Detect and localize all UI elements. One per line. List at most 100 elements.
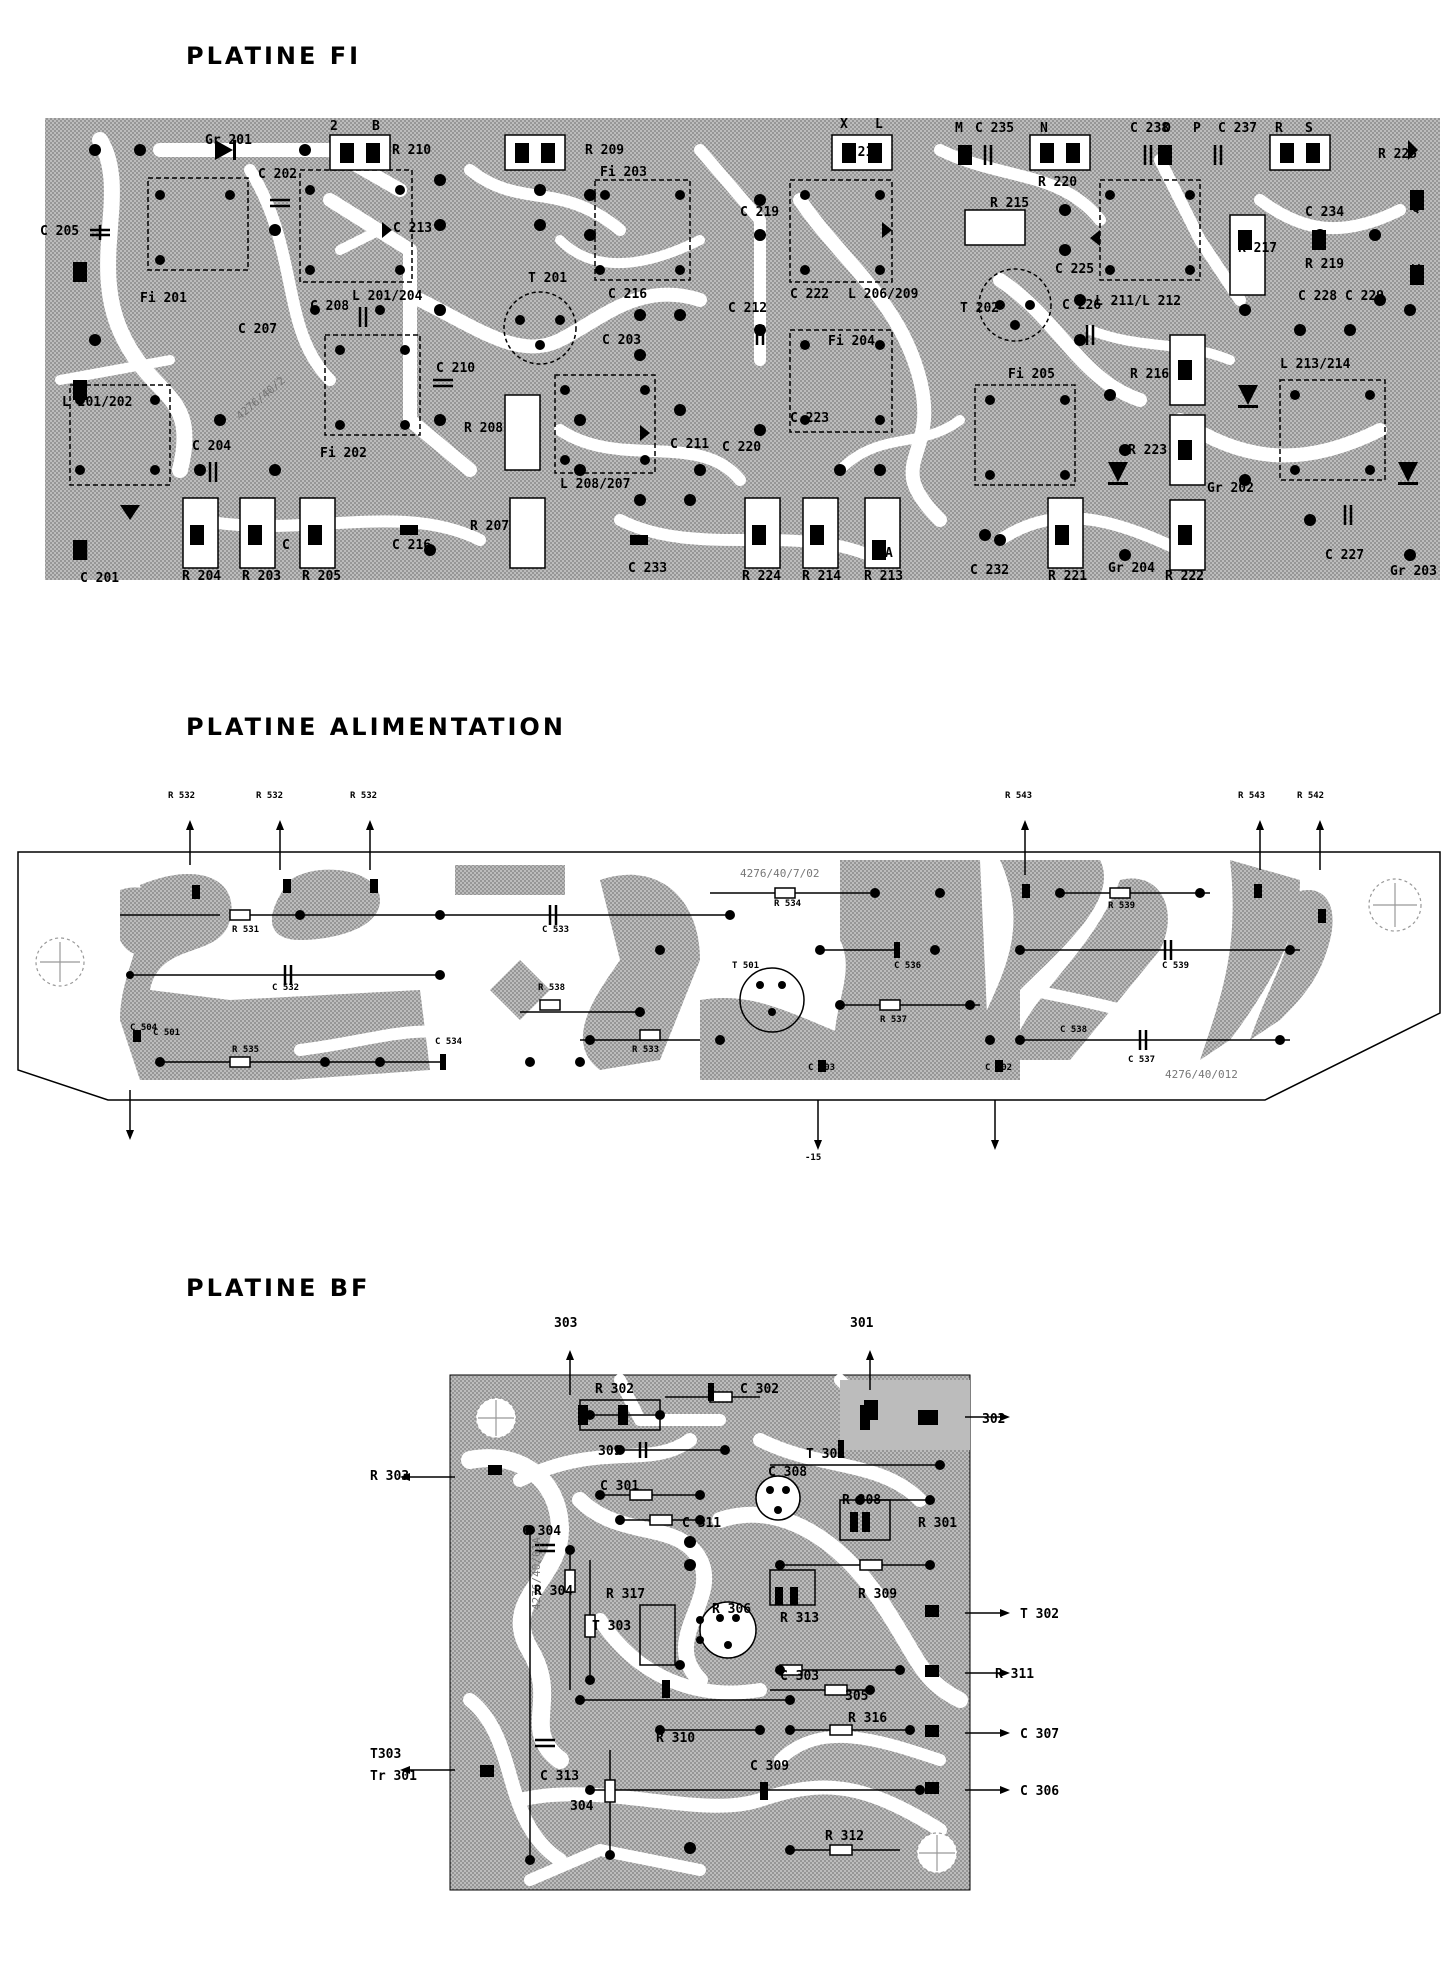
title-platine-bf: PLATINE BF (186, 1274, 370, 1302)
alim-component-label: R 543 (1238, 791, 1265, 801)
bf-component-label: C 303 (780, 1669, 819, 1684)
alim-component-label: C 533 (542, 925, 569, 935)
fi-component-label: L 201/202 (62, 395, 132, 410)
fi-component-label: R 217 (1238, 241, 1277, 256)
fi-component-label: Fi 202 (320, 446, 367, 461)
fi-component-label: R 205 (302, 569, 341, 584)
fi-component-label: B (372, 119, 380, 134)
fi-component-label: C 222 (790, 287, 829, 302)
fi-component-label: R 211 (842, 145, 881, 160)
bf-component-label: C 301 (600, 1479, 639, 1494)
fi-component-label: R 215 (990, 196, 1029, 211)
alim-component-label: C 539 (1162, 961, 1189, 971)
alim-component-label: R 537 (880, 1015, 907, 1025)
fi-component-label: Fi 201 (140, 291, 187, 306)
fi-component-label: R 207 (470, 519, 509, 534)
fi-component-label: S (1305, 121, 1313, 136)
alim-component-label: C 534 (435, 1037, 463, 1047)
alim-component-label: T 501 (732, 961, 759, 971)
bf-component-label: R 308 (842, 1493, 881, 1508)
fi-component-label: C 203 (602, 333, 641, 348)
bf-component-label: 304 (570, 1799, 594, 1814)
fi-component-label: C 238 (1130, 121, 1169, 136)
fi-component-label: C 229 (1345, 289, 1384, 304)
bf-component-label: R 306 (712, 1602, 751, 1617)
alim-component-label: C 503 (808, 1063, 835, 1073)
fi-component-label: C 223 (790, 411, 829, 426)
fi-component-label: R 221 (1048, 569, 1087, 584)
fi-component-label: C 219 (740, 205, 779, 220)
fi-component-label: R 208 (464, 421, 503, 436)
fi-component-label: C 201 (80, 571, 119, 586)
fi-component-label: C 237 (1218, 121, 1257, 136)
alim-component-label: R 539 (1108, 901, 1135, 911)
alim-copper (120, 860, 1333, 1080)
fi-component-label: Fi 205 (1008, 367, 1055, 382)
alim-component-label: R 532 (350, 791, 377, 801)
bf-component-label: R 316 (848, 1711, 887, 1726)
alim-component-label: C 538 (1060, 1025, 1087, 1035)
bf-component-label: R 304 (534, 1584, 573, 1599)
fi-component-label: N (1040, 121, 1048, 136)
fi-component-label: Fi 204 (828, 334, 875, 349)
fi-component-label: R 214 (802, 569, 841, 584)
fi-component-label: R (1275, 121, 1283, 136)
bf-component-label: C 306 (1020, 1784, 1059, 1799)
fi-component-label: C 216 (392, 538, 431, 553)
bf-serial: 4276/40/01A (530, 1537, 543, 1610)
fi-component-label: C 207 (238, 322, 277, 337)
bf-component-label: R 302 (595, 1382, 634, 1397)
alim-serial-bottom: 4276/40/012 (1165, 1068, 1238, 1081)
bf-component-label: C 311 (682, 1516, 721, 1531)
alim-component-label: C 502 (985, 1063, 1012, 1073)
alim-component-label: C 532 (272, 983, 299, 993)
fi-component-label: R 225 (1378, 147, 1417, 162)
alim-component-label: R 535 (232, 1045, 259, 1055)
alim-component-label: -15 (805, 1153, 821, 1163)
fi-component-label: Gr 203 (1390, 564, 1437, 579)
title-platine-alimentation: PLATINE ALIMENTATION (186, 713, 566, 741)
fi-component-label: C 225 (1055, 262, 1094, 277)
fi-component-label: R 213 (864, 569, 903, 584)
bf-component-label: C 313 (540, 1769, 579, 1784)
bf-component-label: R 303 (370, 1469, 409, 1484)
alim-component-label: R 531 (232, 925, 259, 935)
fi-component-label: C 210 (436, 361, 475, 376)
fi-component-label: T 202 (960, 301, 999, 316)
fi-component-label: C 208 (310, 299, 349, 314)
fi-component-label: R 203 (242, 569, 281, 584)
bf-component-label: R 310 (656, 1731, 695, 1746)
fi-component-label: M (955, 121, 963, 136)
fi-component-label: R 210 (392, 143, 431, 158)
fi-component-label: 2 (330, 119, 338, 134)
fi-component-label: C 226 (1062, 298, 1101, 313)
bf-component-label: 301 (850, 1316, 874, 1331)
fi-component-label: W (1412, 263, 1420, 278)
fi-component-label: C 212 (728, 301, 767, 316)
bf-component-label: 309 (598, 1444, 621, 1459)
fi-component-label: C 234 (1305, 205, 1344, 220)
alim-component-label: C 537 (1128, 1055, 1155, 1065)
bf-component-label: 305 (845, 1689, 868, 1704)
fi-component-label: L 206/209 (848, 287, 918, 302)
bf-component-label: T 301 (806, 1447, 845, 1462)
title-platine-fi: PLATINE FI (186, 42, 361, 70)
fi-component-label: C 205 (40, 224, 79, 239)
bf-component-label: R 309 (858, 1587, 897, 1602)
bf-component-label: T303 (370, 1747, 401, 1762)
bf-component-label: R 311 (995, 1667, 1034, 1682)
bf-component-label: Tr 301 (370, 1769, 417, 1784)
fi-component-label: C 220 (722, 440, 761, 455)
bf-component-label: C 309 (750, 1759, 789, 1774)
fi-component-label: C 228 (1298, 289, 1337, 304)
alim-component-label: R 532 (256, 791, 283, 801)
fi-component-label: Gr 202 (1207, 481, 1254, 496)
bf-component-label: R 313 (780, 1611, 819, 1626)
fi-component-label: X (840, 117, 848, 132)
bf-component-label: C 308 (768, 1465, 807, 1480)
